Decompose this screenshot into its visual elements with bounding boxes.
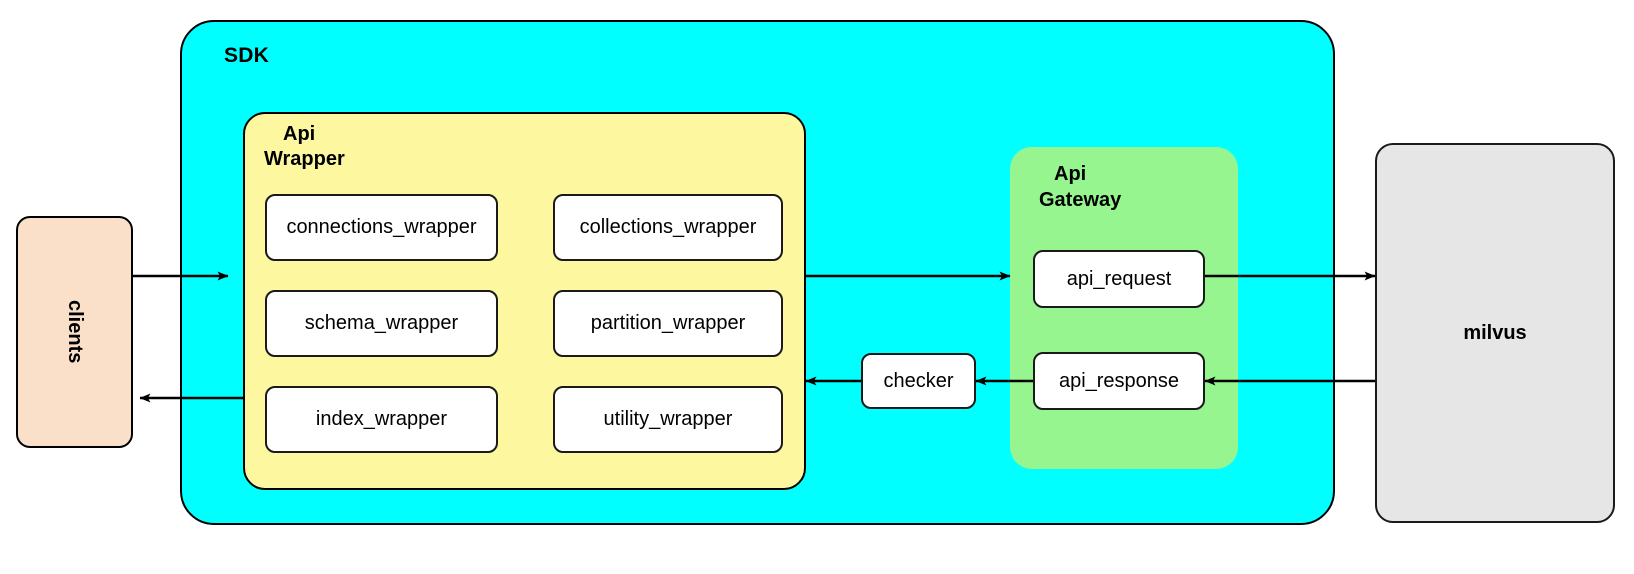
node-schema-wrapper[interactable]: schema_wrapper <box>265 290 498 357</box>
sdk-label: SDK <box>224 44 269 67</box>
node-utility-wrapper[interactable]: utility_wrapper <box>553 386 783 453</box>
api-wrapper-label-line1: Api <box>283 123 316 145</box>
api-gateway-label-line2: Gateway <box>1039 189 1122 211</box>
node-partition-wrapper[interactable]: partition_wrapper <box>553 290 783 357</box>
node-api-response[interactable]: api_response <box>1033 352 1205 410</box>
node-milvus[interactable]: milvus <box>1375 143 1615 523</box>
api-gateway-label-line1: Api <box>1054 163 1087 185</box>
api-wrapper-label: Api Wrapper <box>264 122 403 172</box>
node-api-request[interactable]: api_request <box>1033 250 1205 308</box>
node-clients[interactable]: clients <box>16 216 133 448</box>
node-collections-wrapper[interactable]: collections_wrapper <box>553 194 783 261</box>
clients-label: clients <box>64 300 86 364</box>
node-index-wrapper[interactable]: index_wrapper <box>265 386 498 453</box>
node-checker[interactable]: checker <box>861 353 976 409</box>
api-wrapper-label-line2: Wrapper <box>264 148 345 170</box>
api-gateway-label: Api Gateway <box>1039 161 1184 213</box>
node-connections-wrapper[interactable]: connections_wrapper <box>265 194 498 261</box>
api-gateway-container[interactable]: Api Gateway <box>1010 147 1238 469</box>
